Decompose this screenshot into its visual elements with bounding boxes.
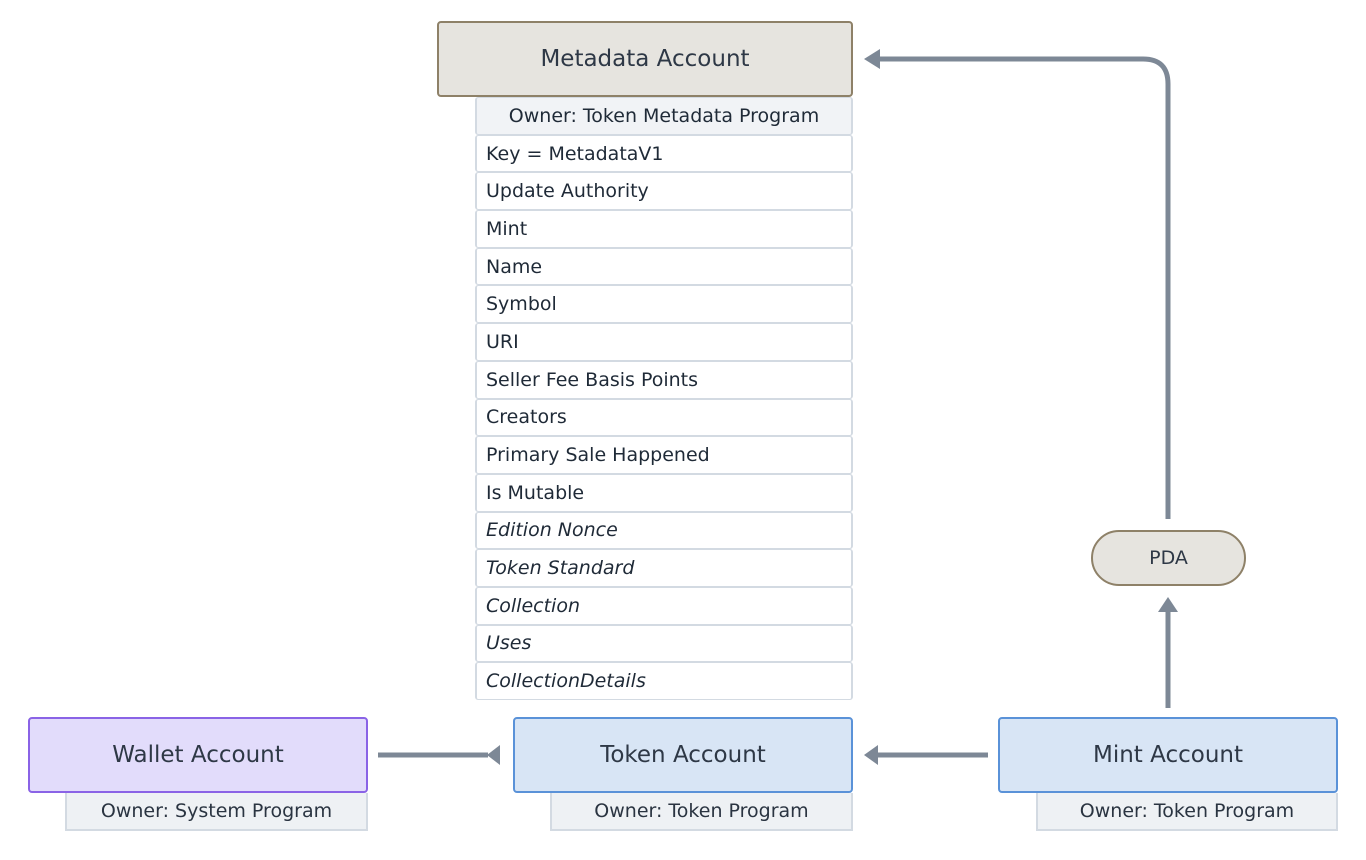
- metadata-field-label: Seller Fee Basis Points: [486, 368, 699, 391]
- metadata-field-list: Owner: Token Metadata Program Key = Meta…: [475, 97, 853, 700]
- metadata-field-row: Edition Nonce: [475, 511, 853, 550]
- metadata-field-row: Creators: [475, 398, 853, 437]
- pda-node: PDA: [1091, 530, 1246, 586]
- wallet-owner-label: Owner: System Program: [100, 800, 333, 822]
- metadata-field-label: URI: [486, 330, 519, 353]
- metadata-owner-label: Owner: Token Metadata Program: [508, 104, 820, 127]
- edge-pda-to-metadata: [880, 56, 1171, 519]
- metadata-field-row: Name: [475, 247, 853, 286]
- mint-owner-label: Owner: Token Program: [1079, 800, 1295, 822]
- metadata-field-label: Edition Nonce: [486, 519, 618, 542]
- metadata-field-label: Mint: [486, 217, 528, 240]
- metadata-field-row: URI: [475, 323, 853, 361]
- metadata-field-label: Name: [486, 255, 543, 278]
- metadata-field-label: Key = MetadataV1: [486, 142, 664, 165]
- arrowhead-pda: [1158, 597, 1178, 612]
- metadata-field-row: Token Standard: [475, 549, 853, 587]
- metadata-field-row: Seller Fee Basis Points: [475, 360, 853, 399]
- metadata-account-node: Metadata Account: [437, 21, 853, 97]
- metadata-field-label: Collection: [486, 594, 580, 617]
- metadata-field-row: Symbol: [475, 285, 853, 324]
- metadata-field-label: Update Authority: [486, 180, 649, 203]
- token-owner-label: Owner: Token Program: [594, 800, 809, 822]
- wallet-account-title: Wallet Account: [112, 742, 284, 768]
- arrowhead-token: [864, 745, 878, 765]
- token-account-title: Token Account: [600, 742, 766, 768]
- mint-owner-tag: Owner: Token Program: [1036, 793, 1338, 831]
- token-account-node: Token Account: [513, 717, 853, 793]
- metadata-field-label: Token Standard: [486, 557, 635, 580]
- metadata-field-row: Key = MetadataV1: [475, 134, 853, 173]
- mint-account-title: Mint Account: [1092, 742, 1243, 768]
- metadata-field-label: Is Mutable: [486, 481, 585, 504]
- metadata-field-row: Is Mutable: [475, 473, 853, 512]
- metadata-field-row: Primary Sale Happened: [475, 436, 853, 474]
- mint-account-node: Mint Account: [998, 717, 1338, 793]
- arrowhead-metadata: [864, 49, 880, 69]
- metadata-field-row: Collection: [475, 586, 853, 625]
- metadata-field-row: Mint: [475, 210, 853, 248]
- wallet-account-node: Wallet Account: [28, 717, 368, 793]
- metadata-field-row: Update Authority: [475, 172, 853, 211]
- metadata-field-row: CollectionDetails: [475, 662, 853, 700]
- token-owner-tag: Owner: Token Program: [550, 793, 853, 831]
- arrowhead-token-owner: [487, 745, 500, 765]
- metadata-field-label: Symbol: [486, 293, 557, 316]
- metadata-field-label: Uses: [486, 632, 532, 655]
- metadata-field-label: Primary Sale Happened: [486, 444, 710, 467]
- metadata-owner-row: Owner: Token Metadata Program: [475, 97, 853, 135]
- pda-label: PDA: [1149, 547, 1188, 569]
- metadata-account-title: Metadata Account: [540, 46, 750, 72]
- metadata-field-label: Creators: [486, 406, 567, 429]
- metadata-field-label: CollectionDetails: [486, 670, 646, 693]
- wallet-owner-tag: Owner: System Program: [65, 793, 368, 831]
- metadata-field-row: Uses: [475, 624, 853, 663]
